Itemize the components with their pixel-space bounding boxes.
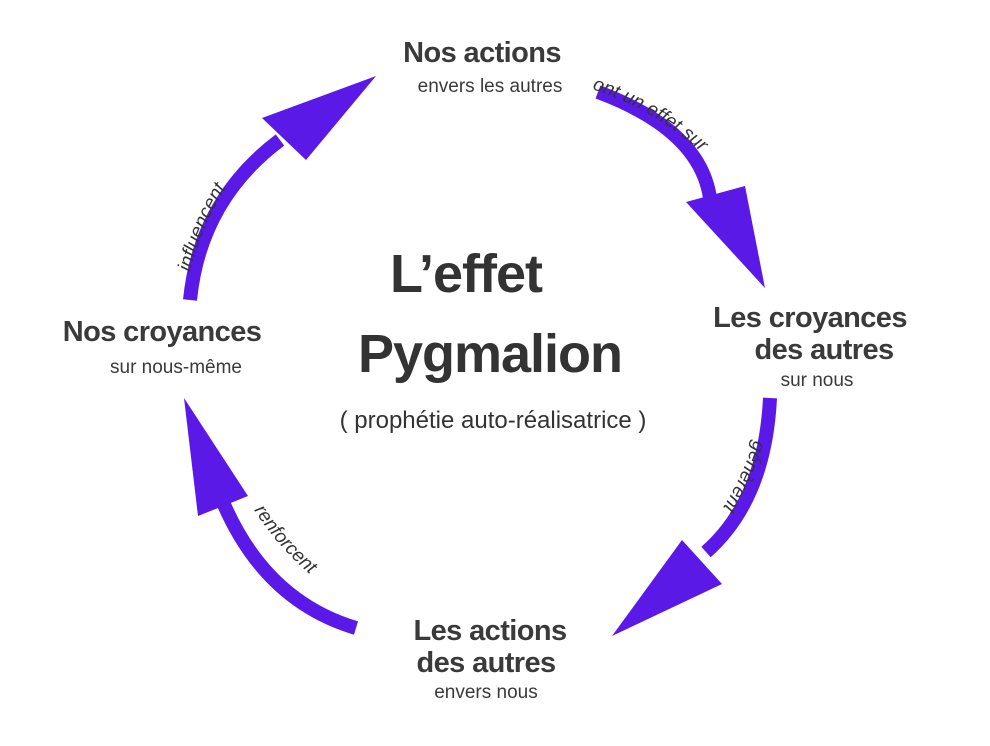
node-title-line2: des autres (416, 647, 555, 679)
center-subtitle: ( prophétie auto-réalisatrice ) (340, 407, 647, 434)
arrow-our-beliefs-to-our-actions (183, 76, 376, 301)
arrow-others-actions-to-our-beliefs (184, 398, 359, 635)
arrow-shaft (183, 134, 285, 301)
node-title: Nos actions (403, 37, 561, 69)
arrow-head (686, 186, 765, 288)
node-subtitle: sur nous (781, 370, 854, 391)
node-title: Nos croyances (63, 316, 262, 348)
node-subtitle: envers les autres (418, 76, 563, 97)
center-title-line2: Pygmalion (358, 324, 622, 384)
node-title-line1: Les croyances (713, 302, 907, 334)
node-our-actions: Nos actions envers les autres (403, 37, 562, 97)
arrow-shaft (595, 85, 717, 200)
arrow-others-beliefs-to-others-actions (612, 397, 777, 636)
arrow-shaft (213, 492, 359, 635)
arrow-head (184, 398, 248, 516)
node-title-line1: Les actions (414, 615, 567, 647)
center-title-block: L’effet Pygmalion ( prophétie auto-réali… (340, 244, 647, 434)
arrow-head (262, 76, 376, 160)
arrow-head (612, 540, 722, 636)
node-title-line2: des autres (754, 334, 893, 366)
node-others-beliefs: Les croyances des autres sur nous (713, 302, 907, 391)
node-our-beliefs: Nos croyances sur nous-même (63, 316, 262, 378)
node-subtitle: envers nous (434, 682, 538, 703)
node-subtitle: sur nous-même (110, 357, 242, 378)
arrow-shaft (701, 397, 777, 558)
node-others-actions: Les actions des autres envers nous (414, 615, 568, 703)
center-title-line1: L’effet (390, 244, 543, 304)
arrow-label-top-right: ont un effet sur (590, 74, 712, 156)
arrow-actions-to-others-beliefs (595, 85, 765, 288)
